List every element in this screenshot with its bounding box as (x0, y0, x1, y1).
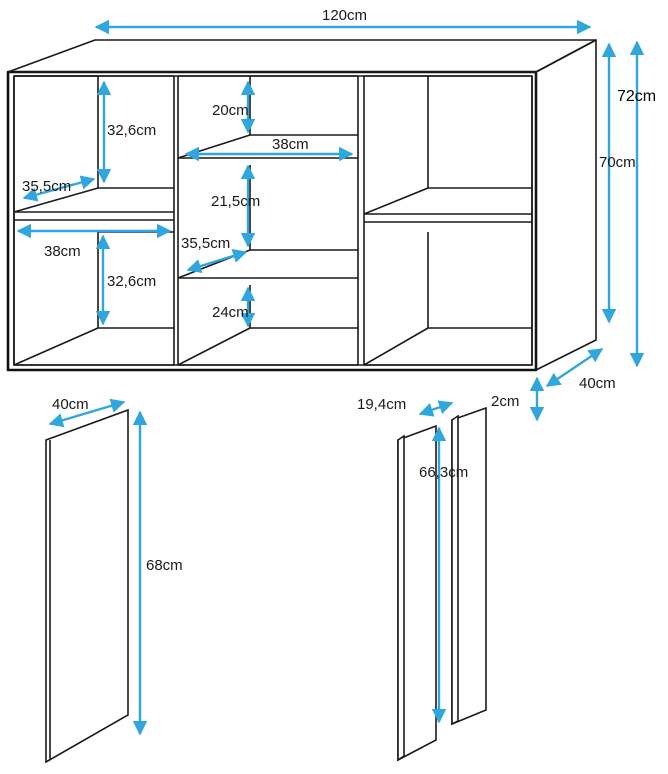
door-right-edge (451, 414, 459, 726)
label-left-top-height: 32,6cm (107, 122, 156, 139)
cabinet-top (7, 39, 597, 73)
dim-depth (545, 348, 604, 387)
label-side-panel-width: 40cm (52, 396, 89, 413)
cabinet-right-side (535, 39, 597, 371)
cabinet-drawing (6, 39, 597, 372)
side-panel (45, 408, 129, 764)
label-base-thickness: 2cm (491, 393, 519, 410)
label-inner-height: 70cm (599, 154, 636, 171)
label-mid-bottom-height: 24cm (212, 304, 249, 321)
door-left-edge (397, 434, 405, 762)
cabinet-dimensions: 120cm 72cm 70cm 40cm 2cm 32,6cm 35,5cm 3… (16, 7, 656, 422)
label-door-height: 66,3cm (419, 464, 468, 481)
right-compartment (363, 75, 533, 366)
label-mid-width: 38cm (272, 136, 309, 153)
doors-drawing: 19,4cm 66,3cm (357, 396, 487, 762)
dim-left-depth (22, 175, 96, 202)
cabinet-front-frame (6, 70, 538, 372)
dim-side-panel-width (48, 398, 126, 428)
middle-compartment (177, 75, 359, 366)
label-side-panel-height: 68cm (146, 557, 183, 574)
label-mid-middle-height: 21,5cm (211, 193, 260, 210)
dim-mid-depth (186, 248, 248, 274)
label-total-height: 72cm (617, 88, 656, 105)
label-left-width: 38cm (44, 243, 81, 260)
side-panel-drawing: 40cm 68cm (45, 396, 183, 764)
label-door-width: 19,4cm (357, 396, 406, 413)
label-mid-top-height: 20cm (212, 102, 249, 119)
label-left-bottom-height: 32,6cm (107, 273, 156, 290)
label-left-depth: 35,5cm (22, 178, 71, 195)
label-total-width: 120cm (322, 7, 367, 24)
label-depth: 40cm (579, 375, 616, 392)
dim-door-width (418, 400, 454, 417)
left-compartment (13, 75, 175, 366)
label-mid-depth: 35,5cm (181, 235, 230, 252)
